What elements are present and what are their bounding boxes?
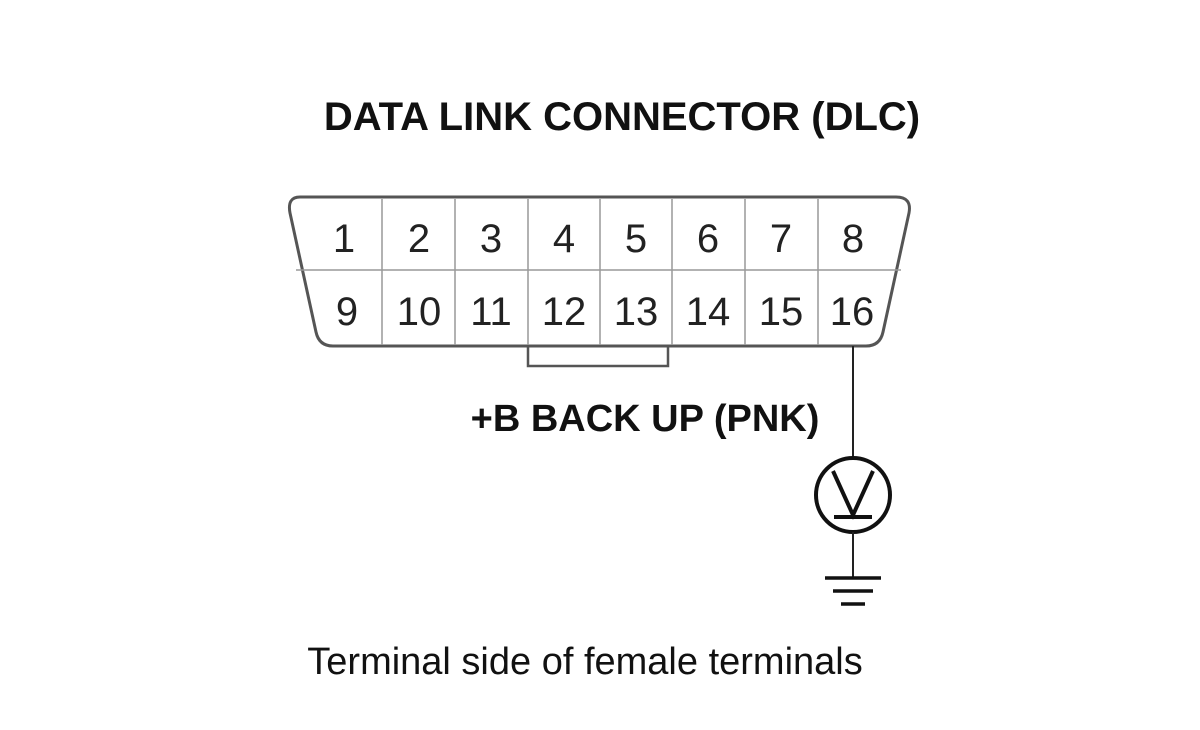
pin-2: 2 (408, 217, 430, 261)
pin-6: 6 (697, 217, 719, 261)
pin-13: 13 (614, 290, 659, 334)
pin-11: 11 (470, 290, 512, 334)
pin-7: 7 (770, 217, 792, 261)
pin-9: 9 (336, 290, 358, 334)
dlc-connector: 1 2 3 4 5 6 7 8 9 10 11 12 13 14 15 16 (288, 195, 911, 368)
diagram-caption: Terminal side of female terminals (307, 641, 862, 683)
column-dividers (381, 199, 819, 345)
pin-5: 5 (625, 217, 647, 261)
pin-15: 15 (759, 290, 804, 334)
probe-label: +B BACK UP (PNK) (471, 398, 820, 440)
pin-row-top: 1 2 3 4 5 6 7 8 (333, 217, 864, 261)
pin-row-bottom: 9 10 11 12 13 14 15 16 (336, 290, 874, 334)
pin-1: 1 (333, 217, 355, 261)
pin-10: 10 (397, 290, 442, 334)
ground-icon (825, 576, 881, 606)
voltmeter-icon (814, 456, 892, 534)
pin-3: 3 (480, 217, 502, 261)
pin-12: 12 (542, 290, 587, 334)
pin-4: 4 (553, 217, 575, 261)
pin-14: 14 (686, 290, 731, 334)
pin-16: 16 (830, 290, 875, 334)
pin-8: 8 (842, 217, 864, 261)
diagram-title: DATA LINK CONNECTOR (DLC) (324, 95, 920, 139)
